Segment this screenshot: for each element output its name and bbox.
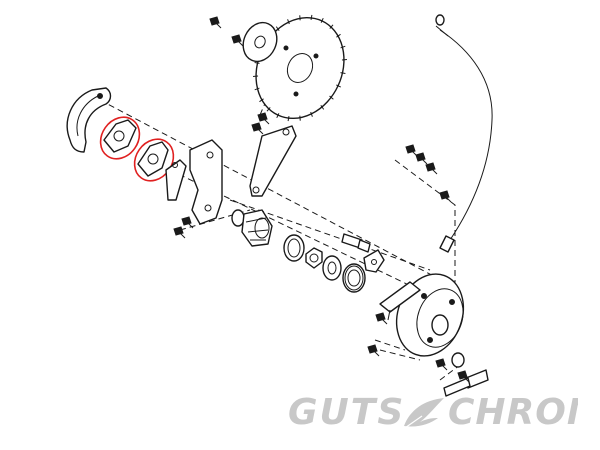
logo-word-guts: GUTS	[288, 392, 405, 432]
bolt	[257, 112, 270, 125]
sprocket-tooth	[340, 45, 346, 49]
hex-nut	[305, 247, 323, 269]
small-disc	[242, 21, 278, 63]
small-bracket	[363, 249, 385, 273]
linkage-arm	[249, 125, 297, 197]
axle-spacer	[231, 209, 245, 227]
sprocket-tooth	[336, 84, 341, 88]
bolt	[405, 144, 418, 157]
bolt	[251, 122, 264, 135]
backing-plate-left	[103, 119, 137, 153]
bolt	[439, 190, 452, 203]
sprocket-tooth	[287, 116, 290, 122]
highlight-circle-left	[99, 116, 141, 160]
sprocket-tooth	[329, 95, 334, 100]
backing-plate-right	[137, 141, 169, 177]
sprocket-tooth	[320, 105, 325, 110]
sprocket-tooth	[276, 113, 280, 119]
bolt	[173, 226, 186, 239]
spring-link	[165, 159, 187, 201]
o-ring	[283, 234, 305, 262]
washer	[322, 255, 342, 281]
actuating-lever	[379, 281, 421, 321]
brake-cable	[435, 14, 493, 253]
sprocket-tooth	[254, 87, 260, 91]
sprocket-tooth	[329, 24, 334, 29]
sprocket-tooth	[320, 17, 324, 23]
sprocket-tooth	[287, 19, 290, 25]
sprocket-tooth	[310, 14, 313, 20]
axle-hub	[241, 209, 273, 247]
bolt	[375, 312, 388, 325]
fastener-group	[173, 16, 470, 383]
bolt	[457, 370, 470, 383]
guts-chrome-logo: GUTS CHROME	[288, 388, 600, 433]
sprocket-tooth	[299, 15, 301, 21]
mounting-bracket	[189, 139, 223, 225]
feather-icon	[401, 398, 444, 431]
logo-word-chrome: CHROME	[448, 392, 578, 432]
sprocket-tooth	[275, 26, 280, 31]
axle-bolt	[443, 369, 489, 397]
sprocket-tooth	[310, 111, 313, 117]
washer-small	[451, 352, 465, 368]
sprocket-disc	[253, 14, 347, 122]
sprocket-tooth	[254, 62, 260, 64]
sprocket-tooth	[266, 107, 271, 112]
bolt	[425, 162, 438, 175]
bolt	[415, 152, 428, 165]
bearing	[342, 263, 366, 293]
sprocket-tooth	[336, 33, 341, 38]
axle-pin	[341, 233, 371, 253]
sprocket-tooth	[253, 75, 259, 77]
bolt	[231, 34, 244, 47]
brake-shoe	[66, 87, 112, 153]
sprocket-tooth	[340, 72, 346, 74]
bolt	[181, 216, 194, 229]
bolt	[209, 16, 222, 29]
sprocket-tooth	[341, 59, 347, 61]
sprocket-tooth	[299, 115, 301, 121]
bolt	[435, 358, 448, 371]
bolt	[367, 344, 380, 357]
sprocket-tooth	[259, 98, 264, 103]
